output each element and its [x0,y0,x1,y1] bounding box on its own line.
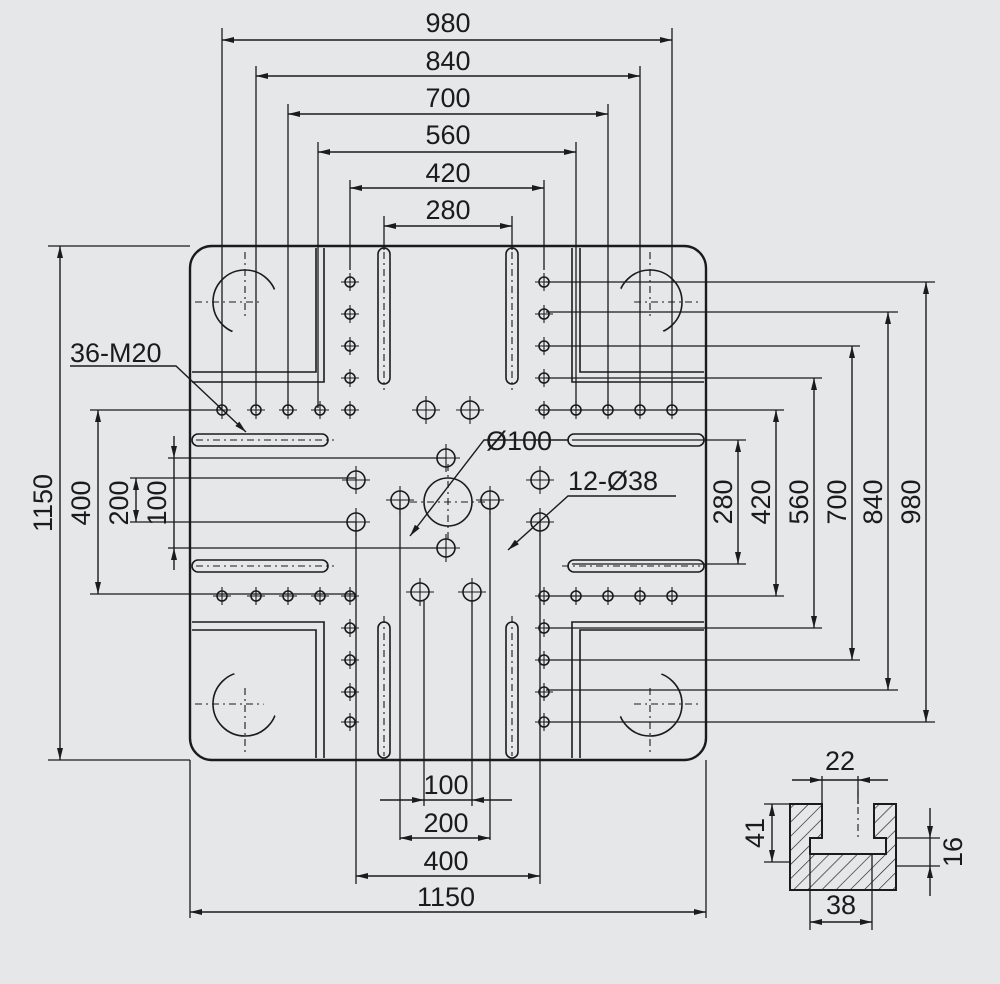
bottom-dim-200: 200 [423,808,468,838]
dimension-labels: 980 840 700 560 420 280 980 840 700 560 … [28,8,926,912]
tapped-hole-m20 [341,337,359,355]
t-slot-dim-38: 38 [826,890,856,920]
tapped-hole-m20 [213,587,231,605]
through-hole-d38 [526,466,554,494]
through-hole-d38 [412,396,440,424]
tapped-hole-m20 [311,587,329,605]
top-dim-840: 840 [425,46,470,76]
extension-lines [48,28,935,918]
right-dim-700: 700 [822,479,852,524]
right-dim-980: 980 [896,479,926,524]
tapped-hole-m20 [279,587,297,605]
tapped-hole-m20 [535,683,553,701]
dimension-lines [57,37,929,915]
right-dim-280: 280 [708,479,738,524]
left-dim-100: 100 [142,480,172,525]
platen [188,244,708,762]
corner-recesses [192,248,704,758]
right-dim-560: 560 [784,479,814,524]
right-dim-420: 420 [746,479,776,524]
top-dim-280: 280 [425,195,470,225]
leaders [70,365,676,551]
bottom-dim-400: 400 [423,846,468,876]
tapped-hole-m20 [311,401,329,419]
t-slot-section: 22 41 16 38 [740,746,968,930]
bottom-dim-1150: 1150 [417,882,475,912]
t-slot-dim-22: 22 [825,746,855,776]
callout-center-bore: Ø100 [486,426,552,456]
left-dim-1150: 1150 [28,474,58,532]
tapped-hole-m20 [341,305,359,323]
top-dim-420: 420 [425,158,470,188]
t-slot-section-shape [789,803,897,891]
callout-36-m20: 36-M20 [70,338,162,368]
tapped-hole-m20 [535,305,553,323]
callout-12-d38: 12-Ø38 [568,466,658,496]
center-bore [410,464,486,540]
t-slot-dim-16: 16 [938,837,968,867]
t-slot-dim-41: 41 [740,818,770,848]
bottom-dim-100: 100 [423,770,468,800]
top-dim-700: 700 [425,83,470,113]
tapped-hole-m20 [247,587,265,605]
tapped-hole-m20 [341,369,359,387]
through-hole-d38 [342,466,370,494]
left-dim-400: 400 [66,480,96,525]
through-hole-d38 [456,396,484,424]
right-dim-840: 840 [858,479,888,524]
through-hole-d38 [406,578,434,606]
left-dim-200: 200 [104,480,134,525]
top-dim-560: 560 [425,120,470,150]
top-dim-980: 980 [425,8,470,38]
tapped-hole-m20 [341,273,359,291]
tapped-hole-m20 [341,401,359,419]
platen-outline [188,244,708,762]
